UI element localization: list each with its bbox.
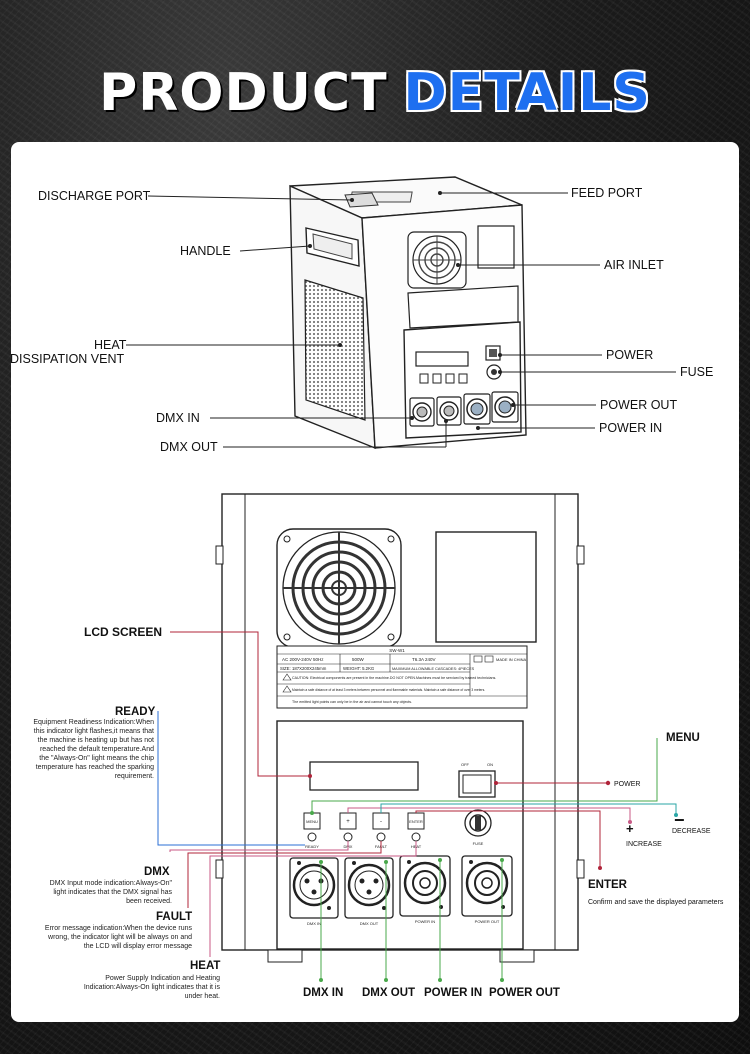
led-ready-label: READY <box>305 844 319 849</box>
btn-plus-label: + <box>346 819 350 825</box>
spec-plate <box>407 285 519 329</box>
switch-on-label: ON <box>487 762 493 767</box>
discharge-port-opening <box>344 192 379 208</box>
recycle-bin-icon <box>473 655 483 663</box>
switch-off-label: OFF <box>461 762 470 767</box>
label-fault: FAULT <box>156 911 193 923</box>
spec-cascade: MAXIMUM ALLOWABLE CASCADES: 4PIECES <box>392 667 475 671</box>
label-fuse: FUSE <box>680 365 714 379</box>
top-leader-lines <box>126 192 676 448</box>
fuse-panel-label: FUSE <box>473 841 484 846</box>
enter-description: Confirm and save the displayed parameter… <box>588 899 724 906</box>
ready-led <box>307 832 317 842</box>
foot-left <box>267 949 303 963</box>
label-heat-vent-1: HEAT <box>94 338 127 352</box>
label-discharge-port: DISCHARGE PORT <box>38 189 151 203</box>
spec-emitted: The emitted light points can only be in … <box>292 700 412 704</box>
btn-menu-label: MENU <box>306 819 318 824</box>
spec-ac: AC 200V-240V 50Hz <box>282 657 324 662</box>
label-increase: INCREASE <box>626 841 662 848</box>
title-word-product: PRODUCT <box>99 63 388 123</box>
ready-description: Equipment Readiness Indication:When this… <box>33 719 154 780</box>
label-power-out-bottom: POWER OUT <box>489 987 560 999</box>
spec-made-in: MADE IN CHINA <box>496 657 527 662</box>
spec-fuse: T6.3A 240V <box>412 657 436 662</box>
spec-distance: Maintain a safe distance of at least 3 m… <box>292 688 485 692</box>
bottom-leader-lines <box>157 631 677 980</box>
caution-triangle-icon <box>282 673 292 681</box>
port-dmx-in-label: DMX IN <box>307 921 321 926</box>
spec-weight: WEIGHT: 5.2KG <box>343 666 375 671</box>
port-dmx-out-label: DMX OUT <box>360 921 379 926</box>
dmx-description: DMX Input mode indication:Always-On" lig… <box>49 880 172 905</box>
label-menu: MENU <box>666 732 700 744</box>
increase-symbol: + <box>626 821 634 836</box>
label-dmx-in-bottom: DMX IN <box>303 987 344 999</box>
heat-dissipation-vent <box>304 279 366 421</box>
lcd-screen <box>309 761 419 791</box>
spec-caution: CAUTION: Electrical components are prese… <box>292 676 496 680</box>
btn-enter-label: ENTER <box>409 819 423 824</box>
decrease-symbol: − <box>674 810 685 830</box>
label-power-in-top: POWER IN <box>599 421 663 435</box>
handle-grip-hole <box>312 233 353 260</box>
fault-description: Error message indication:When the device… <box>44 925 192 950</box>
label-ready: READY <box>115 706 156 718</box>
distance-triangle-icon <box>282 685 292 693</box>
leader-dots <box>308 774 678 982</box>
port-power-in-label: POWER IN <box>415 919 435 924</box>
label-dmx-in-top: DMX IN <box>156 411 200 425</box>
label-heat-vent-2: DISSIPATION VENT <box>10 352 125 366</box>
label-dmx-out-top: DMX OUT <box>160 440 218 454</box>
warning-icon <box>484 655 494 663</box>
btn-minus-label: - <box>380 819 382 825</box>
label-air-inlet: AIR INLET <box>604 258 664 272</box>
label-lcd-screen: LCD SCREEN <box>84 625 163 639</box>
label-dmx: DMX <box>144 866 170 878</box>
label-power-in-bottom: POWER IN <box>424 987 483 999</box>
blank-plate <box>435 531 537 643</box>
foot-right <box>499 949 535 963</box>
label-power-out-top: POWER OUT <box>600 398 678 412</box>
spec-model: SW-W1 <box>389 648 405 653</box>
port-power-out-label: POWER OUT <box>475 919 500 924</box>
fault-led <box>376 832 386 842</box>
label-plate <box>477 225 515 269</box>
lcd-display <box>415 351 469 367</box>
heat-description: Power Supply Indication and Heating Indi… <box>83 975 220 1000</box>
title-word-details: DETAILS <box>403 63 651 123</box>
label-handle: HANDLE <box>180 244 231 258</box>
heat-led <box>411 832 421 842</box>
label-dmx-out-bottom: DMX OUT <box>362 987 416 999</box>
label-heat: HEAT <box>190 960 221 972</box>
label-feed-port: FEED PORT <box>571 186 643 200</box>
label-decrease: DECREASE <box>672 828 711 835</box>
spec-watt: 500W <box>352 657 365 662</box>
label-power-bottom: POWER <box>614 781 641 788</box>
dmx-led <box>343 832 353 842</box>
label-power-top: POWER <box>606 348 654 362</box>
label-enter: ENTER <box>588 879 627 891</box>
spec-size: SIZE: 187X200X245mm <box>280 666 327 671</box>
